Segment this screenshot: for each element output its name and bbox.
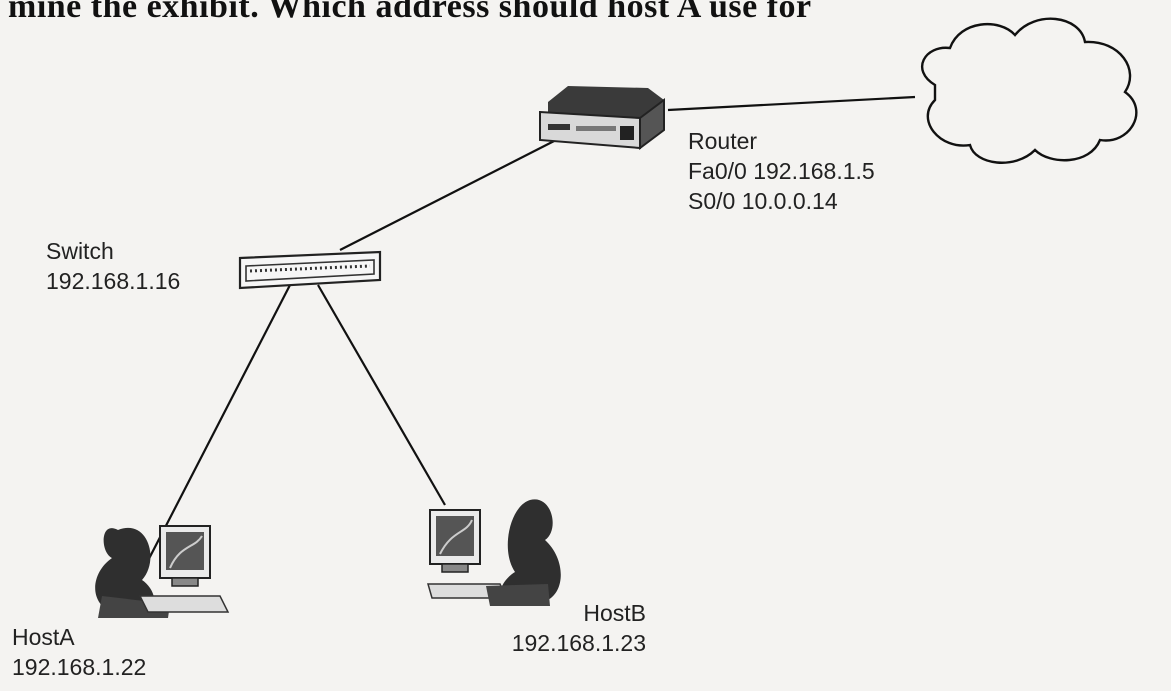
router-name: Router xyxy=(688,128,758,154)
switch-ip: 192.168.1.16 xyxy=(46,268,181,294)
link-switch-hostb xyxy=(317,284,446,506)
router-label: Router Fa0/0 192.168.1.5 S0/0 10.0.0.14 xyxy=(688,126,875,216)
router-icon xyxy=(539,86,665,150)
hosta-ip: 192.168.1.22 xyxy=(12,654,147,680)
switch-icon xyxy=(238,250,382,290)
router-fa-interface: Fa0/0 192.168.1.5 xyxy=(688,158,875,184)
hostb-label: HostB 192.168.1.23 xyxy=(478,598,646,658)
hosta-workstation-icon xyxy=(95,525,230,618)
hosta-name: HostA xyxy=(12,624,75,650)
switch-label: Switch 192.168.1.16 xyxy=(46,236,180,296)
cloud-icon xyxy=(921,17,1138,164)
router-serial-interface: S0/0 10.0.0.14 xyxy=(688,188,838,214)
switch-name: Switch xyxy=(46,238,114,264)
hostb-ip: 192.168.1.23 xyxy=(511,630,646,656)
question-text: mine the exhibit. Which address should h… xyxy=(8,0,812,25)
link-switch-router xyxy=(339,137,561,251)
link-router-cloud xyxy=(667,95,916,112)
hosta-label: HostA 192.168.1.22 xyxy=(12,622,146,682)
hostb-name: HostB xyxy=(583,600,646,626)
hostb-workstation-icon xyxy=(427,499,561,606)
